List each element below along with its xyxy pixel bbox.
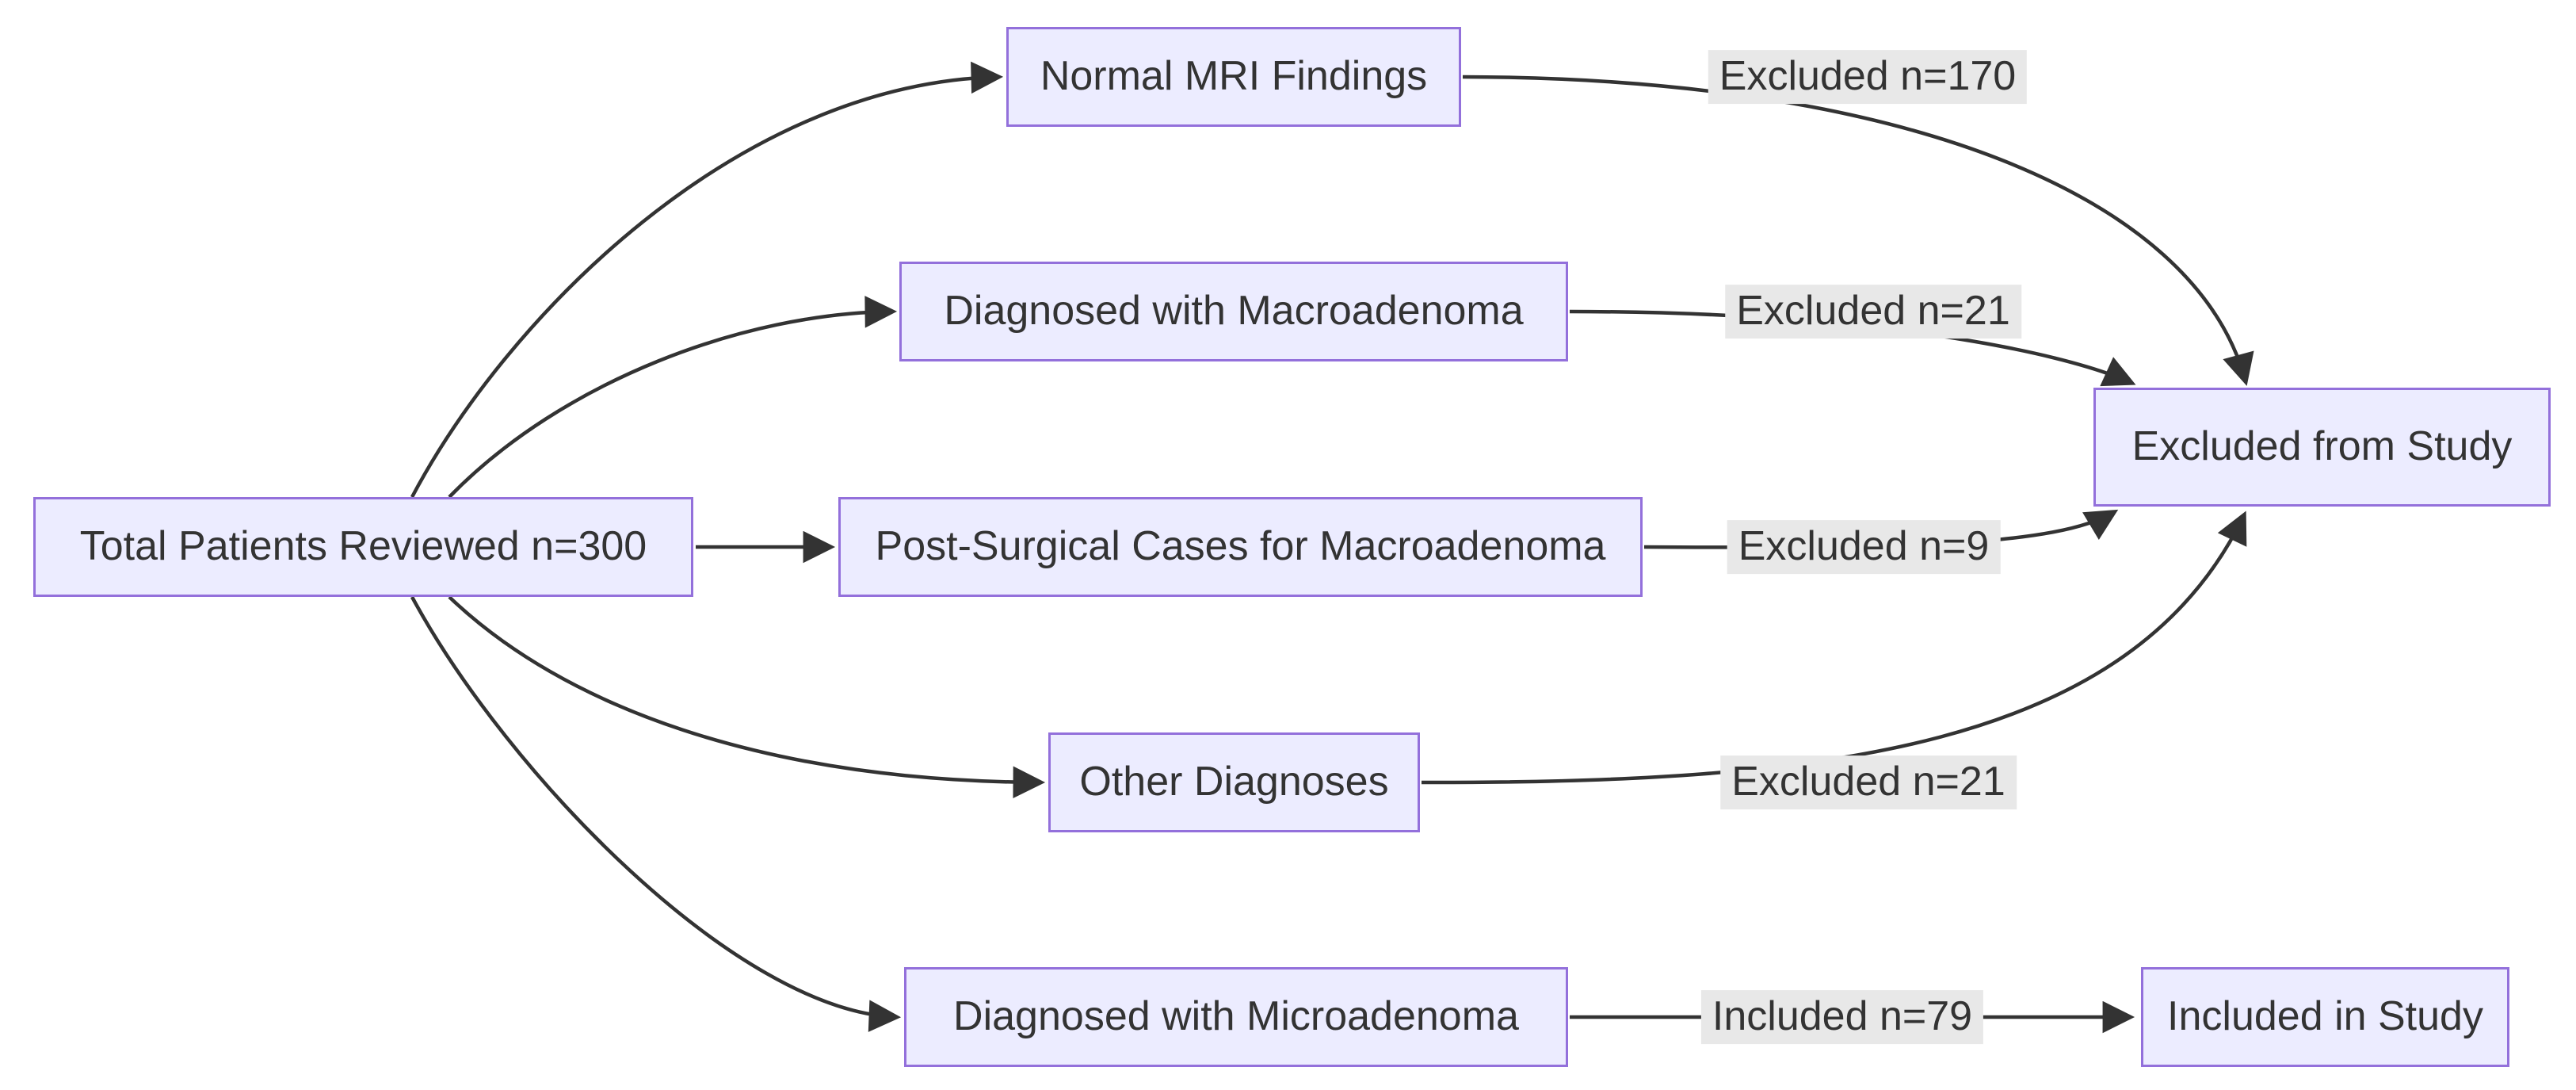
edge-label-excluded-n21-macro: Excluded n=21 [1725, 285, 2021, 338]
node-normal-mri-findings: Normal MRI Findings [1006, 27, 1461, 127]
edge-label-included-n79: Included n=79 [1700, 990, 1984, 1044]
edge-total-to-macro [448, 296, 898, 499]
node-diagnosed-microadenoma-label: Diagnosed with Microadenoma [953, 993, 1519, 1040]
node-diagnosed-macroadenoma-label: Diagnosed with Macroadenoma [944, 288, 1524, 335]
edge-label-excluded-n170: Excluded n=170 [1708, 50, 2028, 104]
edge-total-to-normal [410, 61, 1004, 499]
node-total-patients: Total Patients Reviewed n=300 [33, 497, 693, 597]
node-excluded-from-study-label: Excluded from Study [2131, 423, 2513, 470]
node-other-diagnoses: Other Diagnoses [1048, 732, 1420, 832]
edge-label-excluded-n21-other: Excluded n=21 [1720, 755, 2017, 809]
node-normal-mri-findings-label: Normal MRI Findings [1040, 53, 1428, 100]
node-diagnosed-macroadenoma: Diagnosed with Macroadenoma [899, 262, 1568, 361]
node-included-in-study: Included in Study [2141, 967, 2509, 1067]
edge-total-to-micro [410, 595, 902, 1032]
node-excluded-from-study: Excluded from Study [2093, 388, 2551, 507]
node-post-surgical-cases: Post-Surgical Cases for Macroadenoma [838, 497, 1643, 597]
node-other-diagnoses-label: Other Diagnoses [1079, 759, 1389, 805]
node-post-surgical-cases-label: Post-Surgical Cases for Macroadenoma [875, 523, 1606, 570]
edge-normal-to-excluded [1462, 75, 2254, 386]
edge-other-to-excluded [1421, 511, 2247, 785]
node-included-in-study-label: Included in Study [2167, 993, 2483, 1040]
node-total-patients-label: Total Patients Reviewed n=300 [79, 523, 647, 570]
edge-label-excluded-n9: Excluded n=9 [1727, 520, 2001, 574]
edge-total-to-other [448, 595, 1046, 799]
node-diagnosed-microadenoma: Diagnosed with Microadenoma [904, 967, 1568, 1067]
